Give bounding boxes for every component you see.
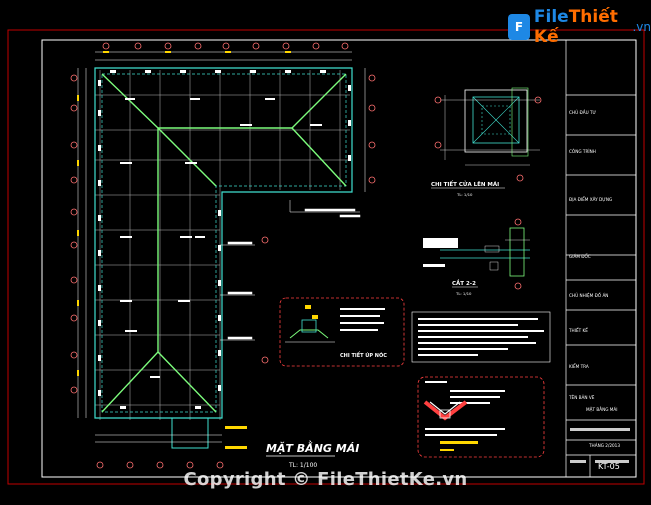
brand-logo[interactable]: F FileThiết Kế .vn [508, 7, 651, 47]
roof-ridges [101, 73, 347, 413]
outer-border [7, 29, 645, 485]
legend [423, 381, 505, 451]
ridge-detail [285, 305, 385, 343]
tb-row-2: CÔNG TRÌNH [569, 149, 596, 154]
roof-hatch-title: CHI TIẾT CỬA LÊN MÁI [431, 180, 499, 188]
edge-annotations [98, 70, 351, 409]
tb-date: THÁNG 2/2013 [588, 443, 620, 448]
tb-row-8: TÊN BẢN VẼ [568, 395, 595, 400]
title-block [565, 40, 636, 477]
roof-hatch-detail [434, 87, 542, 182]
notes-block [411, 311, 551, 363]
tb-row-6: THIẾT KẾ [568, 327, 588, 333]
roof-hatch-scale: TL: 1/10 [456, 192, 473, 197]
section-2-2 [423, 218, 530, 290]
roof-outline-outer [94, 67, 353, 419]
tb-drawing-name: MẶT BẰNG MÁI [586, 407, 618, 412]
section-2-2-scale: TL: 1/10 [455, 291, 472, 296]
brand-suffix: .vn [632, 20, 651, 34]
tb-row-7: KIỂM TRA [569, 364, 589, 369]
tb-row-4: GIÁM ĐỐC [569, 254, 591, 259]
slope-markers [120, 98, 322, 378]
tb-row-1: CHỦ ĐẦU TƯ [569, 110, 597, 115]
inner-frame [41, 39, 637, 478]
gutter-stub [171, 417, 209, 449]
leader-callouts [220, 200, 361, 341]
tb-row-5: CHỦ NHIỆM ĐỒ ÁN [569, 293, 608, 298]
copyright-watermark: Copyright © FileThietKe.vn [183, 469, 468, 490]
ridge-detail-frame [279, 297, 405, 367]
main-plan-scale: TL: 1/100 [288, 462, 317, 469]
section-2-2-title: CẮT 2-2 [452, 279, 476, 287]
file-thiet-ke-logo-icon: F [508, 14, 530, 40]
roof-outline-inner [101, 73, 347, 413]
ridge-detail-title: CHI TIẾT ÚP NÓC [340, 351, 387, 359]
tb-sheet-number: KT-05 [598, 462, 620, 471]
brand-part-2: Thiết Kế [533, 7, 618, 47]
brand-part-1: File [533, 7, 569, 27]
grid-bubbles [70, 42, 376, 469]
dimension-lines [77, 51, 366, 443]
legend-frame [417, 376, 545, 458]
tb-row-3: ĐỊA ĐIỂM XÂY DỰNG [569, 197, 612, 202]
main-plan-title: MẶT BẰNG MÁI [266, 440, 359, 455]
